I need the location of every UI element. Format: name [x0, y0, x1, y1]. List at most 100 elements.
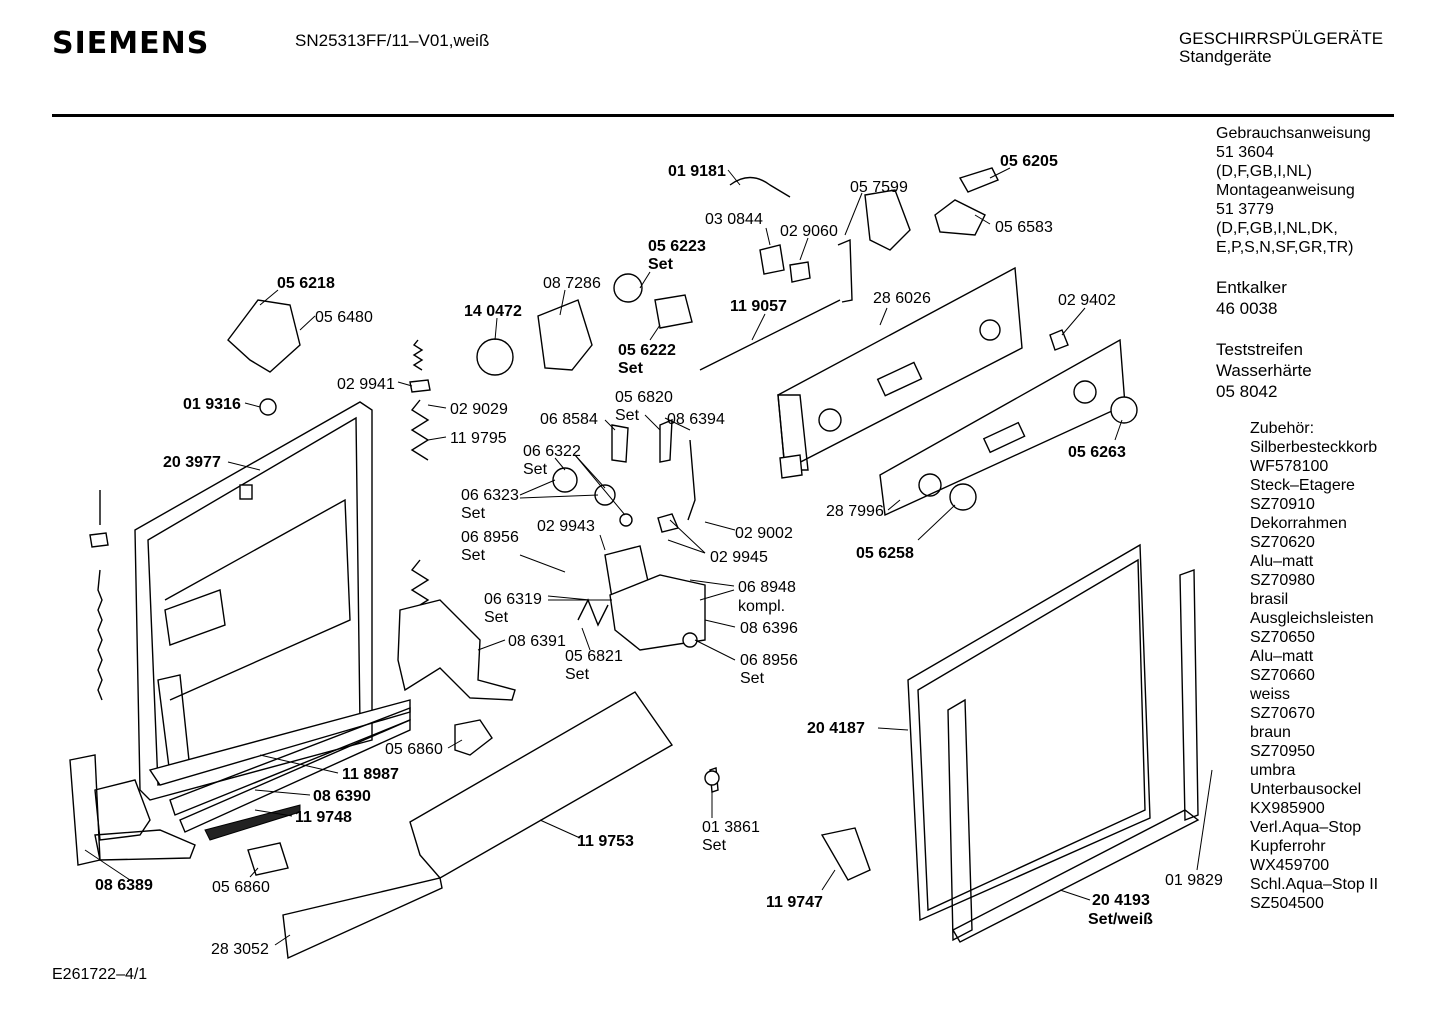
accessory-line: Alu–matt — [1250, 553, 1314, 570]
part-label: 02 9941 — [337, 376, 395, 393]
accessory-line: Kupferrohr — [1250, 838, 1326, 855]
part-label: 14 0472 — [464, 303, 522, 320]
brand-logo: SIEMENS — [52, 26, 210, 61]
part-label: 08 6391 — [508, 633, 566, 650]
category-heading: GESCHIRRSPÜLGERÄTE Standgeräte — [1179, 30, 1383, 66]
accessory-line: Steck–Etagere — [1250, 477, 1355, 494]
part-label: 06 8956 — [461, 529, 519, 546]
doc-line: 51 3779 — [1216, 201, 1274, 218]
part-label: 06 6322 — [523, 443, 581, 460]
part-label: kompl. — [738, 598, 785, 615]
part-label: 28 7996 — [826, 503, 884, 520]
decor-frame — [947, 569, 1200, 943]
part-label: 02 9029 — [450, 401, 508, 418]
part-label: 08 6389 — [95, 877, 153, 894]
test-strips-sub: Wasserhärte — [1216, 361, 1312, 380]
part-label: 05 7599 — [850, 179, 908, 196]
part-label: Set — [461, 505, 486, 522]
kickplate — [409, 691, 674, 879]
accessory-line: Unterbausockel — [1250, 781, 1362, 798]
base-rail — [282, 877, 443, 960]
doc-line: 51 3604 — [1216, 144, 1274, 161]
leader-lines — [84, 167, 1213, 946]
part-label: 01 9181 — [668, 163, 726, 180]
part-label: 20 4193 — [1092, 892, 1150, 909]
door-spring — [409, 339, 431, 611]
part-label: Set — [648, 256, 674, 273]
part-label: 08 6396 — [740, 620, 798, 637]
accessory-line: SZ70620 — [1250, 534, 1315, 551]
bracket-part — [397, 599, 516, 701]
part-label: Set — [618, 360, 644, 377]
doc-line: E,P,S,N,SF,GR,TR) — [1216, 239, 1354, 256]
part-label: 08 7286 — [543, 275, 601, 292]
accessory-line: weiss — [1250, 686, 1291, 703]
part-label: 06 6323 — [461, 487, 519, 504]
accessory-line: Schl.Aqua–Stop II — [1250, 876, 1379, 893]
hinge-assembly-left — [69, 490, 196, 866]
part-label: 05 6583 — [995, 219, 1053, 236]
part-label: 08 6390 — [313, 788, 371, 805]
accessory-line: Zubehör: — [1250, 420, 1315, 437]
part-label: 03 0844 — [705, 211, 763, 228]
part-label: 01 9829 — [1165, 872, 1223, 889]
part-label: 20 4187 — [807, 720, 865, 737]
documentation-list: Gebrauchsanweisung 51 3604 (D,F,GB,I,NL)… — [1216, 124, 1371, 402]
accessory-line: Verl.Aqua–Stop — [1250, 819, 1362, 836]
part-label: Set — [565, 666, 590, 683]
part-label: 05 6821 — [565, 648, 623, 665]
part-label: 01 9316 — [183, 396, 241, 413]
doc-line: (D,F,GB,I,NL,DK, — [1216, 220, 1338, 237]
part-label: 06 8956 — [740, 652, 798, 669]
part-label: 02 9002 — [735, 525, 793, 542]
accessory-line: KX985900 — [1250, 800, 1325, 817]
part-label: Set — [615, 407, 640, 424]
part-label: 28 6026 — [873, 290, 931, 307]
accessory-line: WF578100 — [1250, 458, 1329, 475]
part-label: 05 6860 — [385, 741, 443, 758]
accessory-line: SZ70650 — [1250, 629, 1315, 646]
header-divider — [52, 114, 1394, 117]
part-label: 05 6480 — [315, 309, 373, 326]
part-label: 01 3861 — [702, 819, 760, 836]
descaler-label: Entkalker — [1216, 278, 1287, 297]
part-label: 05 6223 — [648, 238, 706, 255]
accessory-line: SZ70980 — [1250, 572, 1315, 589]
part-label: 05 6258 — [856, 545, 914, 562]
part-label: Set — [702, 837, 727, 854]
part-label: 02 9945 — [710, 549, 768, 566]
drawing-id: E261722–4/1 — [52, 966, 148, 983]
accessory-line: Ausgleichsleisten — [1250, 610, 1374, 627]
accessory-line: SZ70910 — [1250, 496, 1315, 513]
accessory-line: brasil — [1250, 591, 1289, 608]
part-label: 05 6222 — [618, 342, 676, 359]
small-parts — [227, 167, 1069, 881]
part-label: 05 6860 — [212, 879, 270, 896]
part-label: 05 6820 — [615, 389, 673, 406]
category-title: GESCHIRRSPÜLGERÄTE — [1179, 29, 1384, 48]
part-label: Set/weiß — [1088, 911, 1153, 928]
accessory-line: Silberbesteckkorb — [1250, 439, 1378, 456]
part-label: 02 9402 — [1058, 292, 1116, 309]
part-label: 02 9943 — [537, 518, 595, 535]
doc-line: (D,F,GB,I,NL) — [1216, 163, 1313, 180]
part-label: 28 3052 — [211, 941, 269, 958]
fascia-panel — [879, 338, 1138, 517]
accessory-line: SZ70950 — [1250, 743, 1315, 760]
category-subtitle: Standgeräte — [1179, 47, 1272, 66]
accessory-line: Dekorrahmen — [1250, 515, 1347, 532]
accessory-line: SZ70660 — [1250, 667, 1315, 684]
part-label: Set — [523, 461, 548, 478]
part-label: Set — [484, 609, 509, 626]
accessory-line: WX459700 — [1250, 857, 1330, 874]
model-number: SN25313FF/11–V01,weiß — [295, 31, 490, 50]
part-label: 06 8584 — [540, 411, 598, 428]
doc-line: Montageanweisung — [1216, 182, 1355, 199]
part-label: 02 9060 — [780, 223, 838, 240]
test-strips-label: Teststreifen — [1216, 340, 1303, 359]
accessory-line: SZ70670 — [1250, 705, 1315, 722]
part-labels: 01 9181 05 6205 05 7599 03 0844 02 9060 … — [95, 153, 1223, 958]
accessory-line: Alu–matt — [1250, 648, 1314, 665]
